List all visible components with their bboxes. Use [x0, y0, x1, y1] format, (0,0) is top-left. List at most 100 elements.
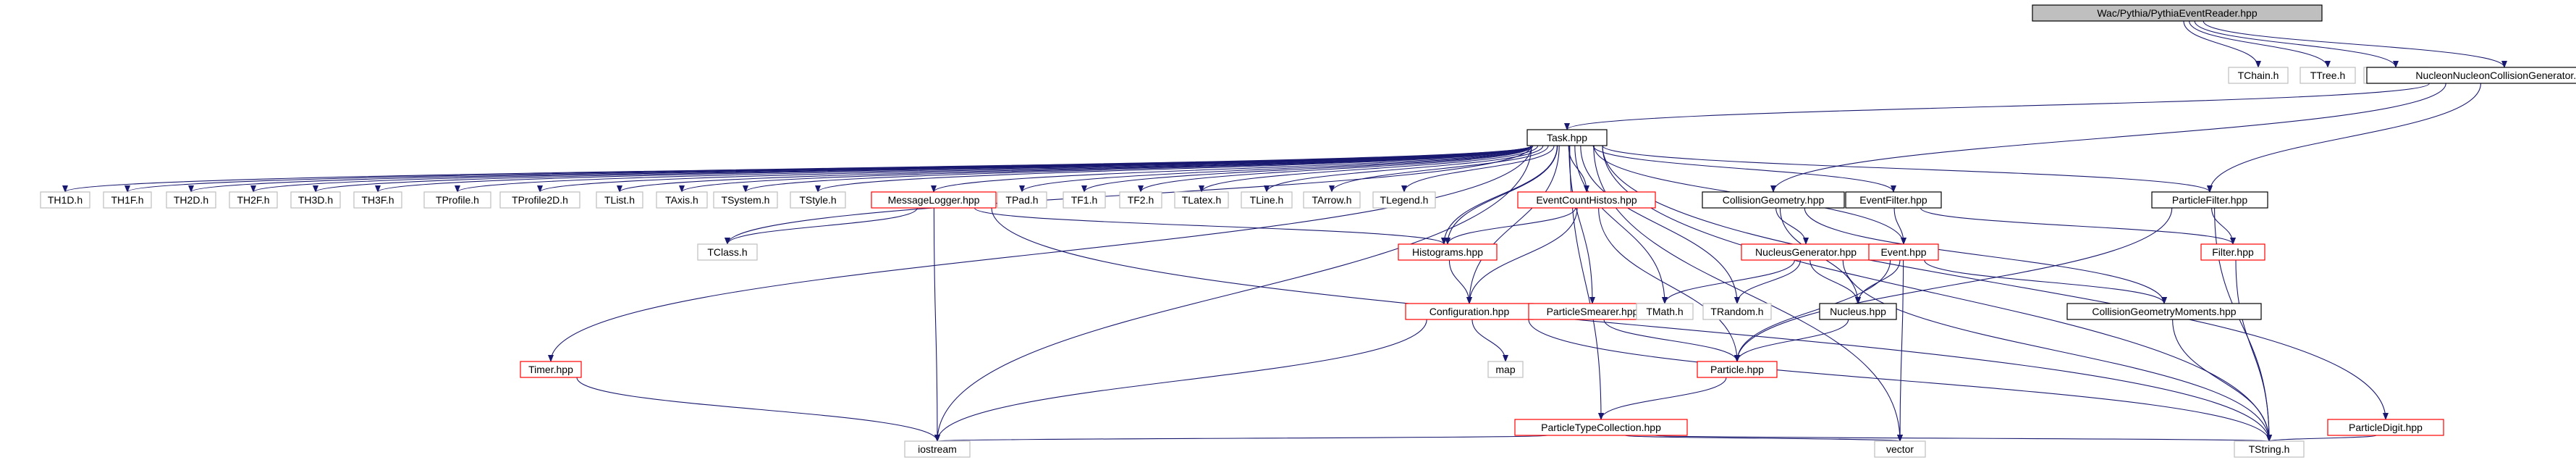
node-label: TStyle.h: [799, 194, 836, 206]
node-label: TAxis.h: [665, 194, 698, 206]
node-box: [1241, 191, 1293, 209]
node-pdigit[interactable]: ParticleDigit.hpp: [2327, 419, 2444, 436]
node-iostream: iostream: [904, 440, 971, 458]
edge-pfilter-to-particle: [1734, 207, 2173, 362]
node-box: [1063, 191, 1106, 209]
edge-root-to-nncg: [2203, 20, 2507, 68]
edge-task-to-tf2: [1138, 145, 1534, 193]
node-label: EventFilter.hpp: [1859, 194, 1927, 206]
node-nucgen[interactable]: NucleusGenerator.hpp: [1741, 243, 1871, 261]
edge-nncg-to-colgeom: [1770, 83, 2446, 193]
node-box: [2366, 67, 2576, 84]
edge-colgeom-to-nucgen: [1775, 207, 1809, 245]
node-box: [1702, 191, 1845, 209]
node-label: TProfile2D.h: [512, 194, 568, 206]
node-taxis: TAxis.h: [656, 191, 708, 209]
edge-ptcoll-to-vector: [1624, 434, 1903, 442]
node-psmear[interactable]: ParticleSmearer.hpp: [1528, 303, 1657, 320]
edge-msglog-to-tstring: [991, 207, 2272, 442]
node-tline: TLine.h: [1241, 191, 1293, 209]
node-ttree: TTree.h: [2300, 67, 2356, 84]
node-label: TH2F.h: [237, 194, 269, 206]
edge-cgmom-to-tstring: [2172, 319, 2272, 442]
node-label: Configuration.hpp: [1430, 306, 1510, 317]
edge-echist-to-config: [1466, 207, 1578, 304]
edge-task-to-tf1: [1081, 145, 1532, 193]
edge-task-to-tarrow: [1329, 145, 1549, 193]
node-tstyle: TStyle.h: [790, 191, 846, 209]
edge-timer-to-iostream: [576, 377, 940, 442]
node-config[interactable]: Configuration.hpp: [1405, 303, 1534, 320]
node-cgmom[interactable]: CollisionGeometryMoments.hpp: [2066, 303, 2262, 320]
node-label: TF1.h: [1071, 194, 1098, 206]
node-pfilter[interactable]: ParticleFilter.hpp: [2151, 191, 2268, 209]
node-msglog[interactable]: MessageLogger.hpp: [871, 191, 997, 209]
node-label: ParticleTypeCollection.hpp: [1541, 422, 1661, 433]
edge-root-to-ttree: [2189, 20, 2331, 68]
node-echist[interactable]: EventCountHistos.hpp: [1517, 191, 1656, 209]
node-nncg[interactable]: NucleonNucleonCollisionGenerator.hpp: [2366, 67, 2576, 84]
node-map: map: [1487, 361, 1524, 378]
node-tstring: TString.h: [2234, 440, 2305, 458]
node-ptcoll[interactable]: ParticleTypeCollection.hpp: [1514, 419, 1688, 436]
node-timer[interactable]: Timer.hpp: [520, 361, 582, 378]
edge-psmear-to-particle: [1603, 319, 1740, 362]
node-label: Task.hpp: [1547, 132, 1587, 143]
node-filter[interactable]: Filter.hpp: [2200, 243, 2265, 261]
node-tchain: TChain.h: [2228, 67, 2289, 84]
node-root[interactable]: Wac/Pythia/PythiaEventReader.hpp: [2032, 4, 2323, 22]
node-th1d: TH1D.h: [40, 191, 90, 209]
node-label: NucleonNucleonCollisionGenerator.hpp: [2415, 70, 2576, 81]
node-histos[interactable]: Histograms.hpp: [1398, 243, 1498, 261]
node-box: [1868, 243, 1939, 261]
node-box: [423, 191, 491, 209]
edge-task-to-tlist: [617, 145, 1532, 193]
node-label: Nucleus.hpp: [1830, 306, 1886, 317]
edge-task-to-tpad: [1019, 145, 1532, 193]
edge-msglog-to-tclass: [725, 207, 918, 245]
node-label: NucleusGenerator.hpp: [1755, 246, 1857, 258]
edge-task-to-config: [1466, 145, 1560, 304]
node-box: [2300, 67, 2356, 84]
node-task[interactable]: Task.hpp: [1526, 129, 1608, 146]
edge-event-to-vector: [1897, 259, 1904, 442]
node-particle[interactable]: Particle.hpp: [1697, 361, 1778, 378]
node-label: iostream: [918, 443, 957, 455]
edge-task-to-timer: [548, 145, 1532, 362]
node-th1f: TH1F.h: [103, 191, 152, 209]
node-nucleus[interactable]: Nucleus.hpp: [1819, 303, 1897, 320]
node-label: TPad.h: [1005, 194, 1038, 206]
edge-event-to-cgmom: [1924, 259, 2167, 304]
node-label: EventCountHistos.hpp: [1536, 194, 1637, 206]
node-label: TH3D.h: [298, 194, 333, 206]
node-colgeom[interactable]: CollisionGeometry.hpp: [1702, 191, 1845, 209]
node-label: TH1F.h: [111, 194, 143, 206]
edge-nucgen-to-tstring: [1842, 259, 2272, 442]
node-box: [1174, 191, 1229, 209]
node-tprofile2d: TProfile2D.h: [499, 191, 580, 209]
node-label: ParticleSmearer.hpp: [1547, 306, 1639, 317]
edge-histos-to-config: [1448, 259, 1472, 304]
node-label: Histograms.hpp: [1412, 246, 1483, 258]
node-box: [697, 243, 758, 261]
edge-msglog-to-iostream: [933, 207, 940, 442]
node-box: [1845, 191, 1942, 209]
edge-task-to-tstring: [1602, 145, 2272, 442]
edge-task-to-tstyle: [815, 145, 1532, 193]
node-box: [2151, 191, 2268, 209]
edge-nucgen-to-tmath: [1662, 259, 1795, 304]
node-tprofile: TProfile.h: [423, 191, 491, 209]
node-box: [166, 191, 216, 209]
node-box: [2327, 419, 2444, 436]
node-label: TClass.h: [707, 246, 747, 258]
node-label: TArrow.h: [1312, 194, 1352, 206]
node-box: [1697, 361, 1778, 378]
edge-ptcoll-to-tstring: [1654, 434, 2271, 442]
edge-evfilter-to-event: [1893, 207, 1906, 245]
node-label: TH1D.h: [48, 194, 83, 206]
node-box: [1526, 129, 1608, 146]
node-event[interactable]: Event.hpp: [1868, 243, 1939, 261]
edge-task-to-evfilter: [1592, 145, 1896, 193]
node-label: TH3F.h: [361, 194, 394, 206]
node-evfilter[interactable]: EventFilter.hpp: [1845, 191, 1942, 209]
